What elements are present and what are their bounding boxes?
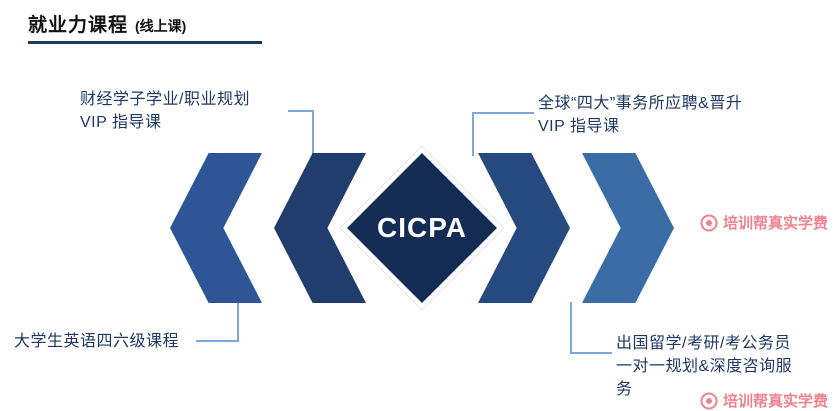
watermark-logo-icon [700, 214, 718, 232]
watermark-logo-icon [700, 392, 718, 410]
label-bottom-left: 大学生英语四六级课程 [14, 330, 179, 353]
watermark: 培训帮真实学费 [700, 212, 828, 233]
label-bottom-right-line1: 出国留学/考研/考公务员 [616, 335, 791, 352]
label-top-left-line1: 财经学子学业/职业规划 [80, 91, 250, 108]
page-title-main: 就业力课程 [28, 15, 129, 36]
label-top-right-line2: VIP 指导课 [538, 118, 620, 135]
label-top-right-line1: 全球“四大”事务所应聘&晋升 [538, 95, 743, 112]
chevron-right-outer [582, 153, 674, 303]
connector-bottom-right [570, 302, 612, 354]
cicpa-graphic: CICPA [170, 145, 674, 311]
label-top-left: 财经学子学业/职业规划 VIP 指导课 [80, 88, 250, 134]
connector-bottom-left [196, 300, 239, 342]
chevron-left-outer [170, 153, 262, 303]
label-bottom-left-line1: 大学生英语四六级课程 [14, 333, 180, 350]
watermark-text: 培训帮真实学费 [722, 393, 828, 410]
label-top-left-line2: VIP 指导课 [80, 114, 162, 131]
title-underline [28, 41, 262, 44]
page-title: 就业力课程 (线上课) [28, 10, 186, 37]
watermark-text: 培训帮真实学费 [722, 215, 828, 232]
cicpa-label: CICPA [376, 212, 468, 243]
page-title-sub: (线上课) [135, 18, 187, 34]
connector-top-left [288, 110, 314, 158]
watermark: 培训帮真实学费 [700, 390, 828, 411]
label-bottom-right-line3: 务 [616, 381, 633, 398]
label-bottom-right-line2: 一对一规划&深度咨询服 [616, 358, 793, 375]
label-bottom-right: 出国留学/考研/考公务员 一对一规划&深度咨询服 务 [616, 332, 792, 401]
cicpa-diamond: CICPA [339, 145, 505, 311]
label-top-right: 全球“四大”事务所应聘&晋升 VIP 指导课 [538, 92, 742, 138]
connector-top-right [472, 112, 534, 156]
